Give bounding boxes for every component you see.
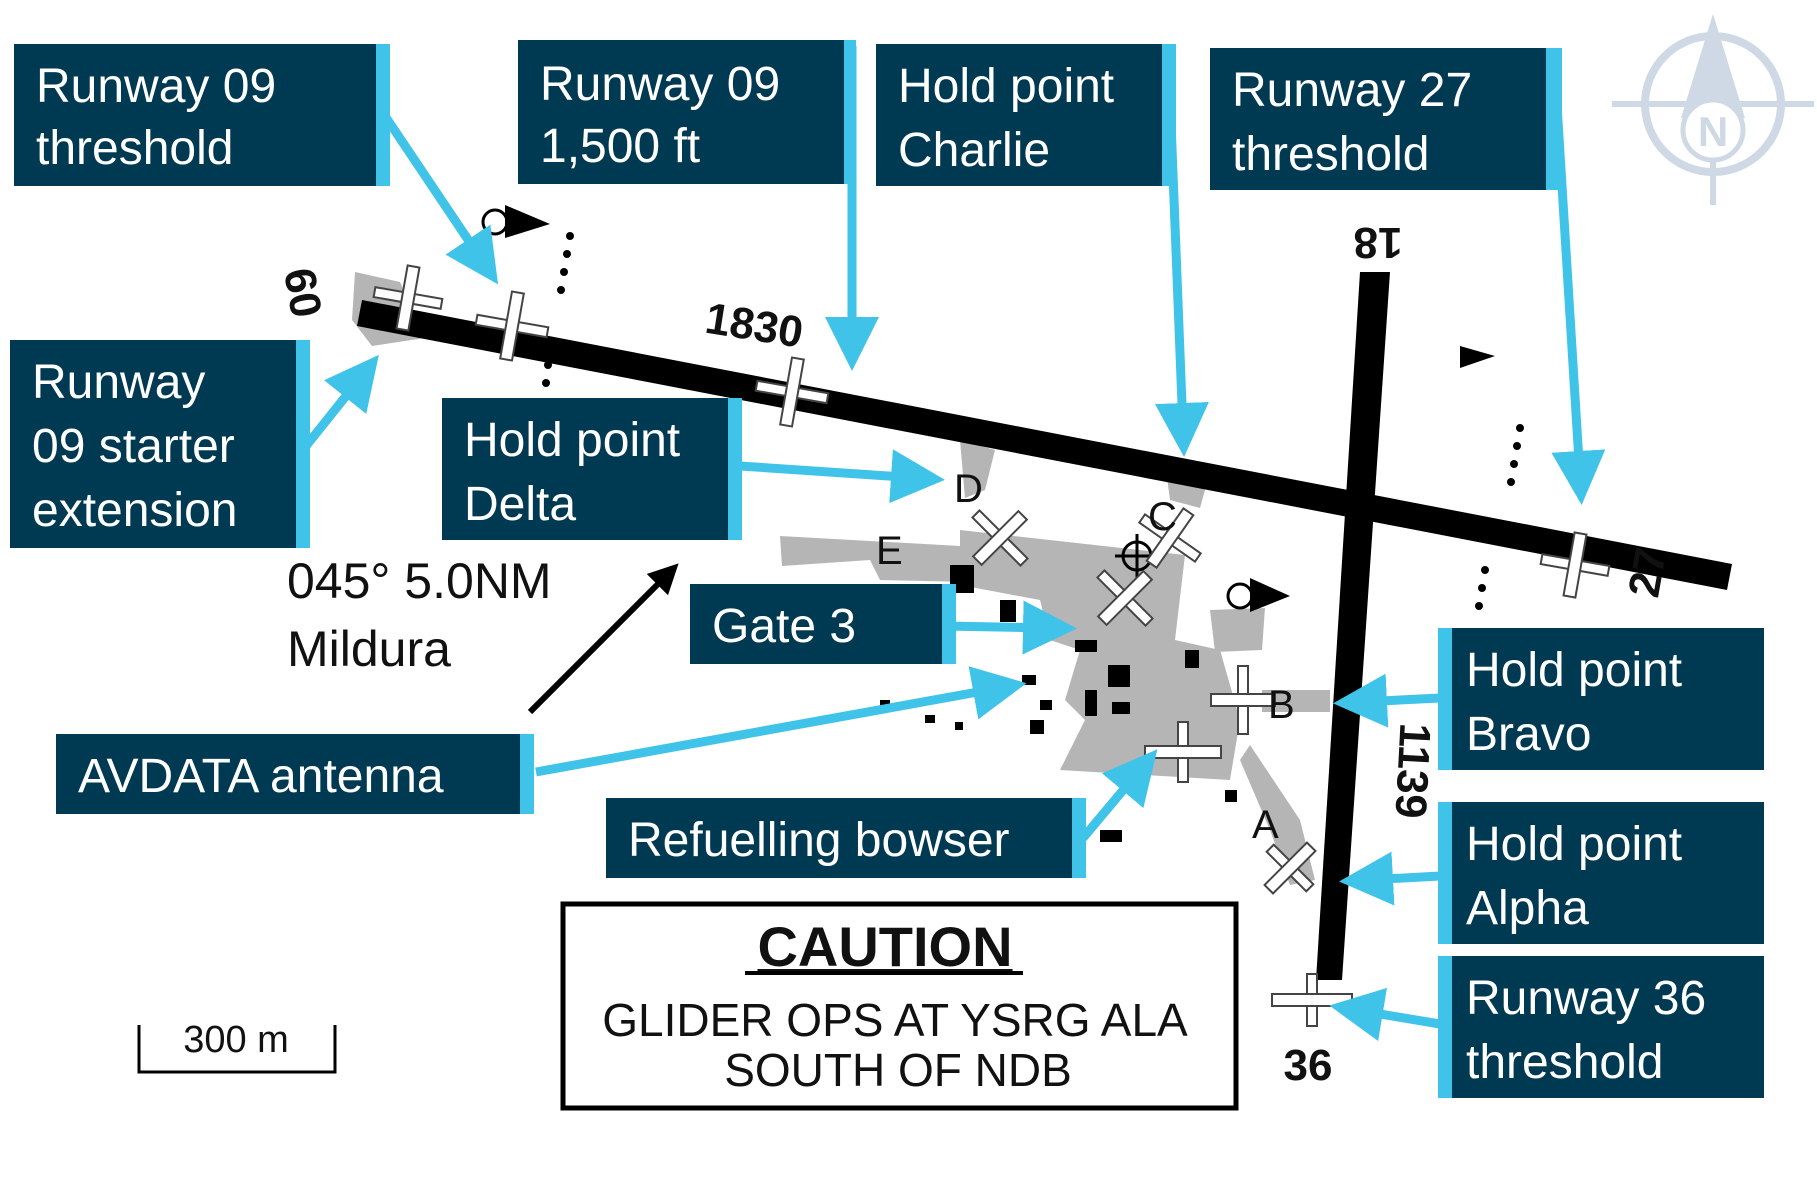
mildura-direction-line2: Mildura — [287, 621, 451, 677]
runway-18-36-length: 1139 — [1386, 722, 1440, 820]
approach-lights — [542, 232, 1524, 610]
callout-runway-27-threshold: Runway 27 threshold — [1210, 48, 1562, 190]
svg-text:1,500 ft: 1,500 ft — [540, 120, 700, 173]
svg-text:threshold: threshold — [1466, 1036, 1663, 1089]
callout-hold-point-bravo: Hold point Bravo — [1438, 628, 1764, 770]
scale-bar — [137, 1025, 337, 1074]
svg-text:Runway: Runway — [32, 356, 205, 409]
svg-text:Hold point: Hold point — [1466, 644, 1682, 697]
scale-label: 300 m — [183, 1019, 289, 1061]
callout-refuelling-bowser: Refuelling bowser — [606, 798, 1086, 878]
callout-runway-09-threshold: Runway 09 threshold — [14, 44, 390, 186]
svg-text:Refuelling bowser: Refuelling bowser — [628, 814, 1010, 867]
svg-text:threshold: threshold — [1232, 128, 1429, 181]
callout-runway-09-starter-extension: Runway 09 starter extension — [10, 340, 310, 548]
svg-text:Hold point: Hold point — [464, 414, 680, 467]
wind-indicators — [481, 205, 1495, 612]
north-compass-icon: N — [1612, 14, 1814, 205]
svg-text:Delta: Delta — [464, 478, 576, 531]
runway-09-27-length: 1830 — [702, 294, 806, 358]
runway-09-27 — [357, 300, 1732, 590]
mildura-arrow — [527, 563, 679, 715]
svg-text:Hold point: Hold point — [1466, 818, 1682, 871]
runway-36-label: 36 — [1284, 1041, 1333, 1090]
svg-text:extension: extension — [32, 484, 237, 537]
aircraft-icons — [372, 264, 1611, 1027]
svg-text:Runway 09: Runway 09 — [36, 60, 276, 113]
svg-text:threshold: threshold — [36, 122, 233, 175]
caution-box — [560, 901, 1239, 1111]
callout-runway-36-threshold: Runway 36 threshold — [1438, 956, 1764, 1098]
svg-text:09 starter: 09 starter — [32, 420, 235, 473]
compass-north-label: N — [1698, 108, 1728, 155]
taxiway-a-label: A — [1252, 803, 1279, 847]
svg-text:Gate 3: Gate 3 — [712, 600, 856, 653]
callout-hold-point-charlie: Hold point Charlie — [876, 44, 1176, 186]
callout-runway-09-1500ft: Runway 09 1,500 ft — [518, 40, 856, 184]
callout-arrows — [302, 45, 1606, 1042]
svg-text:Runway 36: Runway 36 — [1466, 972, 1706, 1025]
svg-text:Hold point: Hold point — [898, 60, 1114, 113]
taxiway-c-label: C — [1148, 495, 1177, 539]
callout-avdata-antenna: AVDATA antenna — [56, 734, 534, 814]
runway-18-36 — [1316, 272, 1390, 980]
svg-text:Alpha: Alpha — [1466, 882, 1589, 935]
callout-hold-point-delta: Hold point Delta — [442, 398, 742, 540]
caution-line1: GLIDER OPS AT YSRG ALA — [602, 994, 1188, 1046]
callout-hold-point-alpha: Hold point Alpha — [1438, 802, 1764, 944]
runway-27-label: 27 — [1619, 544, 1676, 601]
mildura-direction-line1: 045° 5.0NM — [287, 553, 552, 609]
taxiway-e-label: E — [876, 529, 903, 573]
taxiway-d-label: D — [954, 467, 983, 511]
runway-09-label: 09 — [275, 264, 332, 321]
svg-text:AVDATA antenna: AVDATA antenna — [78, 750, 444, 803]
caution-line2: SOUTH OF NDB — [724, 1044, 1072, 1096]
svg-text:Bravo: Bravo — [1466, 708, 1591, 761]
taxiway-b-label: B — [1268, 683, 1295, 727]
svg-text:Runway 09: Runway 09 — [540, 58, 780, 111]
svg-text:Runway 27: Runway 27 — [1232, 64, 1472, 117]
callout-gate-3: Gate 3 — [690, 584, 956, 664]
svg-text:Charlie: Charlie — [898, 124, 1050, 177]
runway-18-label: 18 — [1354, 218, 1403, 267]
caution-title: CAUTION — [757, 915, 1012, 978]
